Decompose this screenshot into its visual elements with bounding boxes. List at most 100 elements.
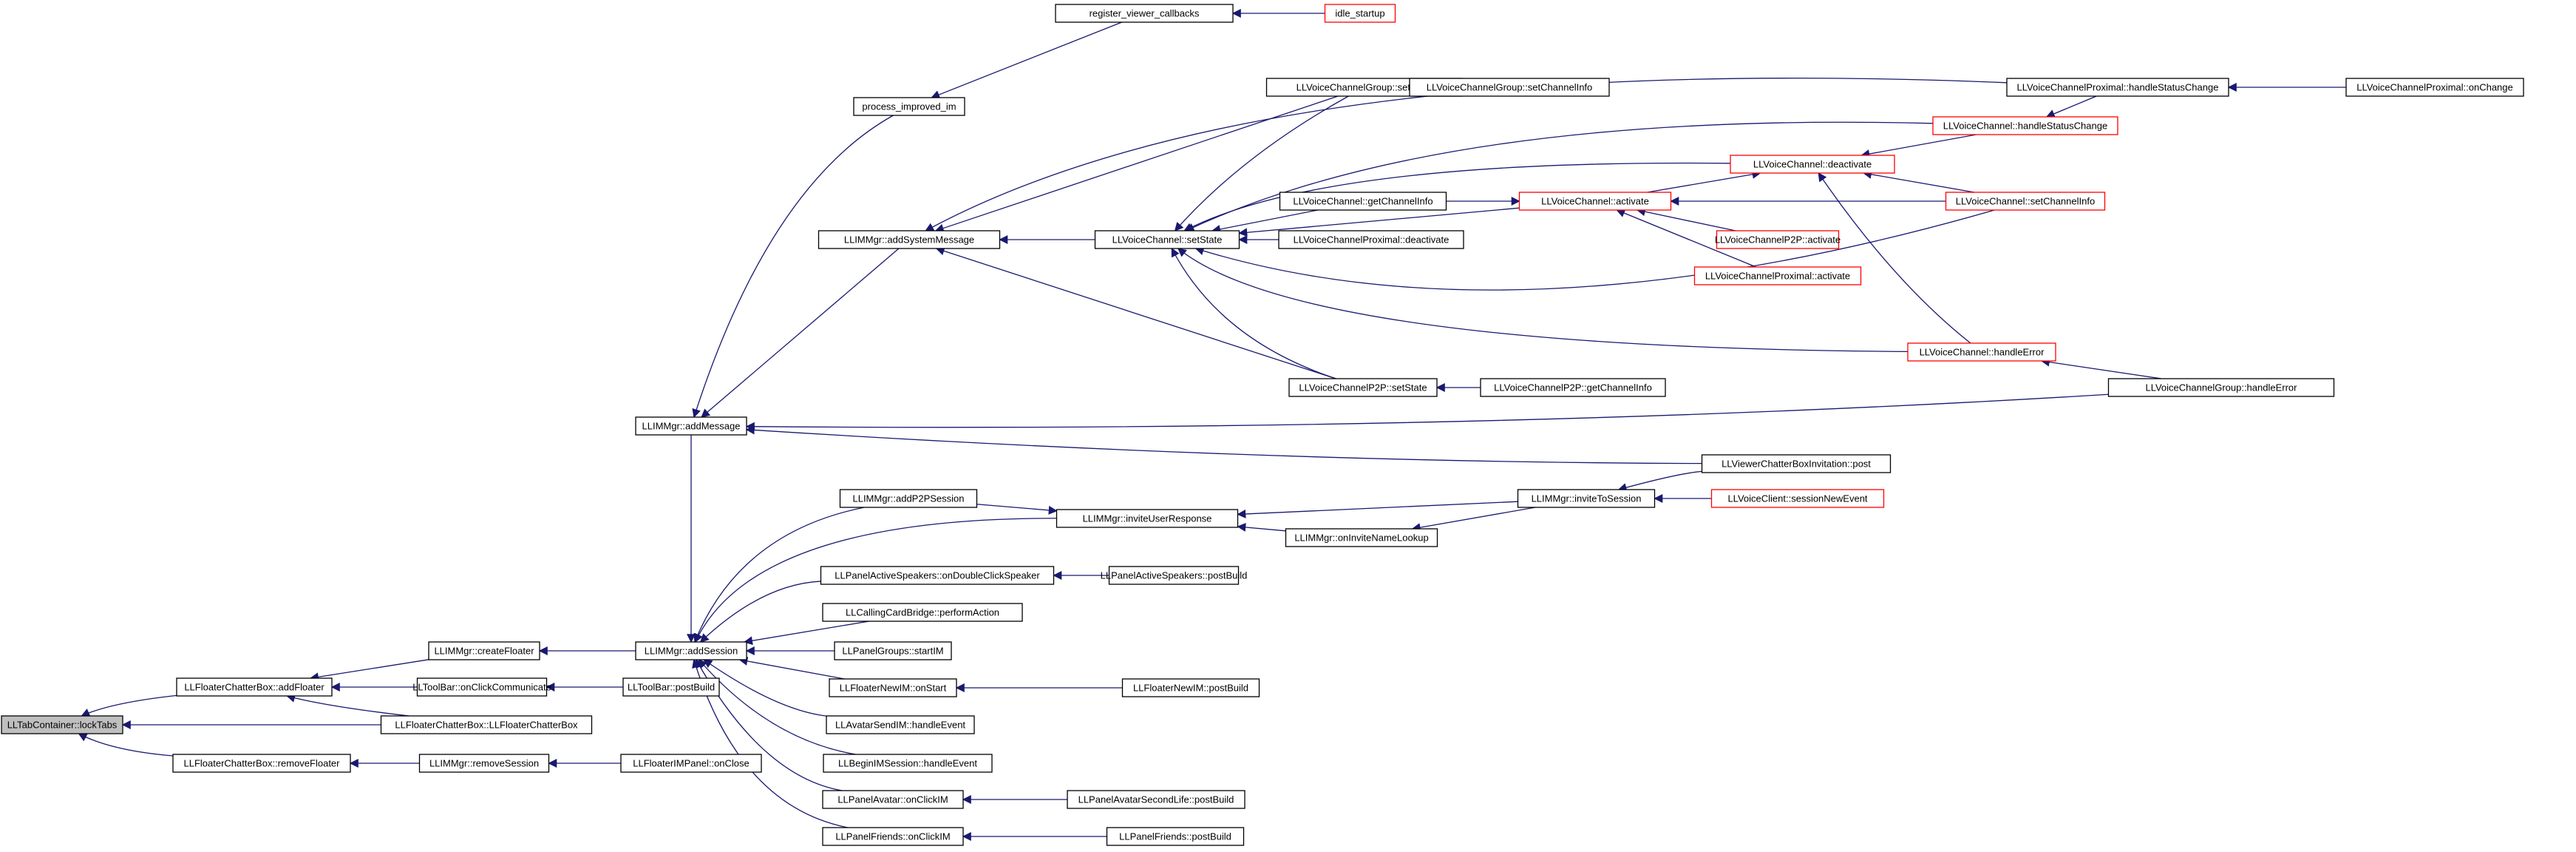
graph-node-n23[interactable]: LLVoiceChannel::activate — [1518, 192, 1672, 211]
graph-node-n7[interactable]: LLIMMgr::addSession — [635, 641, 747, 660]
node-label: LLIMMgr::createFloater — [434, 646, 534, 657]
node-label: LLPanelAvatarSecondLife::postBuild — [1078, 794, 1234, 805]
node-box — [1409, 78, 1610, 97]
graph-node-n47[interactable]: LLPanelAvatarSecondLife::postBuild — [1067, 790, 1245, 809]
graph-node-n13[interactable]: register_viewer_callbacks — [1055, 4, 1234, 23]
node-layer: LLTabContainer::lockTabsLLFloaterChatter… — [1, 4, 2524, 846]
node-box — [2006, 78, 2229, 97]
edge-n7-from-n45 — [698, 659, 856, 755]
graph-node-n41[interactable]: LLPanelGroups::startIM — [834, 641, 952, 660]
edge-n21-from-n20 — [1860, 134, 1977, 158]
node-label: LLVoiceChannelP2P::getChannelInfo — [1494, 382, 1652, 393]
node-label: LLVoiceChannelProximal::activate — [1705, 271, 1850, 282]
node-box — [1278, 230, 1464, 249]
graph-node-n20[interactable]: LLVoiceChannel::handleStatusChange — [1932, 116, 2118, 135]
node-label: LLFloaterChatterBox::addFloater — [184, 682, 324, 693]
node-box — [1480, 378, 1666, 397]
graph-node-n21[interactable]: LLVoiceChannel::deactivate — [1730, 155, 1895, 174]
edge-n28-from-n31 — [2040, 357, 2162, 379]
edge-n11-from-n13 — [931, 21, 1122, 99]
graph-node-n38[interactable]: LLPanelActiveSpeakers::onDoubleClickSpea… — [820, 566, 1055, 585]
node-label: LLPanelGroups::startIM — [842, 646, 943, 657]
edge-n23-from-n26 — [1636, 207, 1736, 231]
edge-n7-from-n40 — [744, 621, 869, 646]
edge-n37-from-n35 — [1411, 507, 1536, 532]
node-box — [1945, 192, 2106, 211]
node-box — [1288, 378, 1438, 397]
graph-node-n29[interactable]: LLVoiceChannelP2P::setState — [1288, 378, 1438, 397]
graph-node-n37[interactable]: LLIMMgr::onInviteNameLookup — [1285, 528, 1438, 547]
graph-node-n44[interactable]: LLAvatarSendIM::handleEvent — [826, 715, 975, 734]
graph-node-n25[interactable]: LLVoiceChannelProximal::deactivate — [1278, 230, 1464, 249]
graph-node-n40[interactable]: LLCallingCardBridge::performAction — [822, 603, 1023, 622]
edge-n34-from-n37 — [1237, 522, 1286, 532]
graph-node-n5[interactable]: LLToolBar::onClickCommunicate — [412, 677, 551, 697]
graph-node-n24[interactable]: LLVoiceChannel::setChannelInfo — [1945, 192, 2106, 211]
node-label: LLViewerChatterBoxInvitation::post — [1722, 459, 1871, 470]
graph-node-n45[interactable]: LLBeginIMSession::handleEvent — [823, 754, 993, 773]
graph-node-n9[interactable]: LLToolBar::postBuild — [622, 677, 720, 697]
edge-n15-from-n29 — [1171, 247, 1336, 379]
graph-node-n22[interactable]: LLVoiceChannel::getChannelInfo — [1279, 192, 1447, 211]
edge-n21-from-n23 — [1647, 169, 1761, 193]
node-box — [834, 641, 952, 660]
node-box — [1730, 155, 1895, 174]
edge-n8-from-n12 — [701, 248, 900, 418]
graph-node-n26[interactable]: LLVoiceChannelP2P::activate — [1715, 230, 1841, 249]
graph-node-n39[interactable]: LLPanelActiveSpeakers::postBuild — [1101, 566, 1248, 585]
graph-node-n48[interactable]: LLPanelFriends::onClickIM — [822, 827, 964, 846]
graph-node-n11[interactable]: process_improved_im — [853, 97, 965, 116]
edge-n12-from-n29 — [935, 246, 1336, 379]
node-label: register_viewer_callbacks — [1090, 8, 1200, 19]
graph-node-n17[interactable]: LLVoiceChannelGroup::setChannelInfo — [1409, 78, 1610, 97]
graph-node-n49[interactable]: LLPanelFriends::postBuild — [1106, 827, 1245, 846]
node-box — [1056, 509, 1239, 528]
graph-node-n12[interactable]: LLIMMgr::addSystemMessage — [818, 230, 1001, 249]
node-box — [620, 754, 762, 773]
graph-node-n46[interactable]: LLPanelAvatar::onClickIM — [822, 790, 964, 809]
node-box — [853, 97, 965, 116]
edge-n15-from-n24 — [1194, 209, 1995, 291]
edge-n8-from-n31 — [745, 393, 2109, 431]
node-box — [380, 715, 593, 734]
graph-node-n19[interactable]: LLVoiceChannelProximal::onChange — [2345, 78, 2524, 97]
edge-n15-from-n28 — [1177, 248, 1909, 352]
graph-node-n18[interactable]: LLVoiceChannelProximal::handleStatusChan… — [2006, 78, 2229, 97]
graph-node-n1[interactable]: LLFloaterChatterBox::addFloater — [176, 677, 333, 697]
graph-node-n14[interactable]: idle_startup — [1324, 4, 1396, 23]
graph-node-n0[interactable]: LLTabContainer::lockTabs — [1, 715, 123, 734]
graph-node-n33[interactable]: LLIMMgr::addP2PSession — [839, 489, 978, 508]
node-box — [829, 678, 957, 697]
graph-node-n4[interactable]: LLIMMgr::createFloater — [428, 641, 540, 660]
node-box — [2345, 78, 2524, 97]
graph-node-n3[interactable]: LLFloaterChatterBox::removeFloater — [172, 754, 351, 773]
node-label: LLVoiceChannel::setState — [1112, 234, 1223, 246]
graph-node-n6[interactable]: LLIMMgr::removeSession — [418, 754, 550, 773]
graph-node-n2[interactable]: LLFloaterChatterBox::LLFloaterChatterBox — [380, 715, 593, 734]
graph-node-n36[interactable]: LLVoiceClient::sessionNewEvent — [1710, 489, 1885, 508]
node-label: LLIMMgr::inviteUserResponse — [1083, 513, 1212, 524]
node-label: LLToolBar::postBuild — [628, 682, 715, 693]
edge-n7-from-n33 — [693, 507, 865, 643]
graph-node-n43[interactable]: LLFloaterNewIM::postBuild — [1121, 678, 1260, 697]
graph-node-n32[interactable]: LLViewerChatterBoxInvitation::post — [1701, 454, 1892, 473]
node-label: LLVoiceClient::sessionNewEvent — [1727, 493, 1867, 504]
node-label: LLIMMgr::removeSession — [429, 758, 539, 769]
graph-node-n30[interactable]: LLVoiceChannelP2P::getChannelInfo — [1480, 378, 1666, 397]
graph-node-n8[interactable]: LLIMMgr::addMessage — [635, 416, 747, 436]
graph-node-n28[interactable]: LLVoiceChannel::handleError — [1907, 342, 2056, 362]
graph-node-n10[interactable]: LLFloaterIMPanel::onClose — [620, 754, 762, 773]
node-label: LLCallingCardBridge::performAction — [846, 607, 999, 618]
edge-n15-from-n16 — [1174, 95, 1349, 231]
graph-node-n31[interactable]: LLVoiceChannelGroup::handleError — [2107, 378, 2335, 397]
node-label: LLToolBar::onClickCommunicate — [412, 682, 551, 693]
node-box — [1067, 790, 1245, 809]
node-box — [2107, 378, 2335, 397]
graph-node-n34[interactable]: LLIMMgr::inviteUserResponse — [1056, 509, 1239, 528]
node-label: LLVoiceChannel::handleStatusChange — [1943, 121, 2107, 132]
graph-node-n35[interactable]: LLIMMgr::inviteToSession — [1517, 489, 1656, 508]
graph-node-n27[interactable]: LLVoiceChannelProximal::activate — [1693, 266, 1862, 285]
graph-node-n42[interactable]: LLFloaterNewIM::onStart — [829, 678, 957, 697]
graph-node-n15[interactable]: LLVoiceChannel::setState — [1094, 230, 1240, 249]
